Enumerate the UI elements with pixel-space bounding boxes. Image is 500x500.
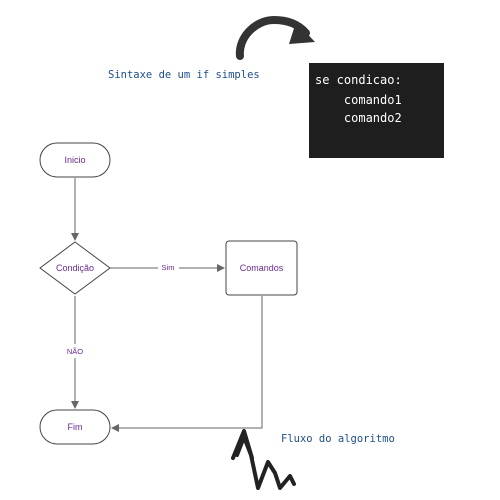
- edge-label-yes: Sim: [162, 263, 175, 272]
- code-line-condition: se condicao:: [315, 73, 402, 87]
- flow-caption: Fluxo do algoritmo: [281, 433, 395, 445]
- node-process-label: Comandos: [240, 263, 284, 273]
- node-end-label: Fim: [68, 422, 83, 432]
- curved-arrow-icon: [235, 15, 315, 60]
- node-start-label: Inicio: [64, 155, 85, 165]
- node-process: Comandos: [225, 240, 298, 296]
- edge-process-to-end: [111, 296, 263, 432]
- node-decision-label: Condição: [56, 263, 94, 273]
- edge-label-no: NÃO: [67, 347, 83, 356]
- syntax-caption: Sintaxe de um if simples: [108, 69, 260, 81]
- node-start: Inicio: [39, 142, 111, 178]
- code-line-command2: comando2: [315, 111, 402, 125]
- node-end: Fim: [39, 409, 111, 445]
- code-block: se condicao: comando1 comando2: [309, 63, 444, 158]
- node-decision: Condição: [39, 241, 111, 295]
- code-line-command1: comando1: [315, 93, 402, 107]
- squiggle-arrow-icon: [231, 429, 296, 490]
